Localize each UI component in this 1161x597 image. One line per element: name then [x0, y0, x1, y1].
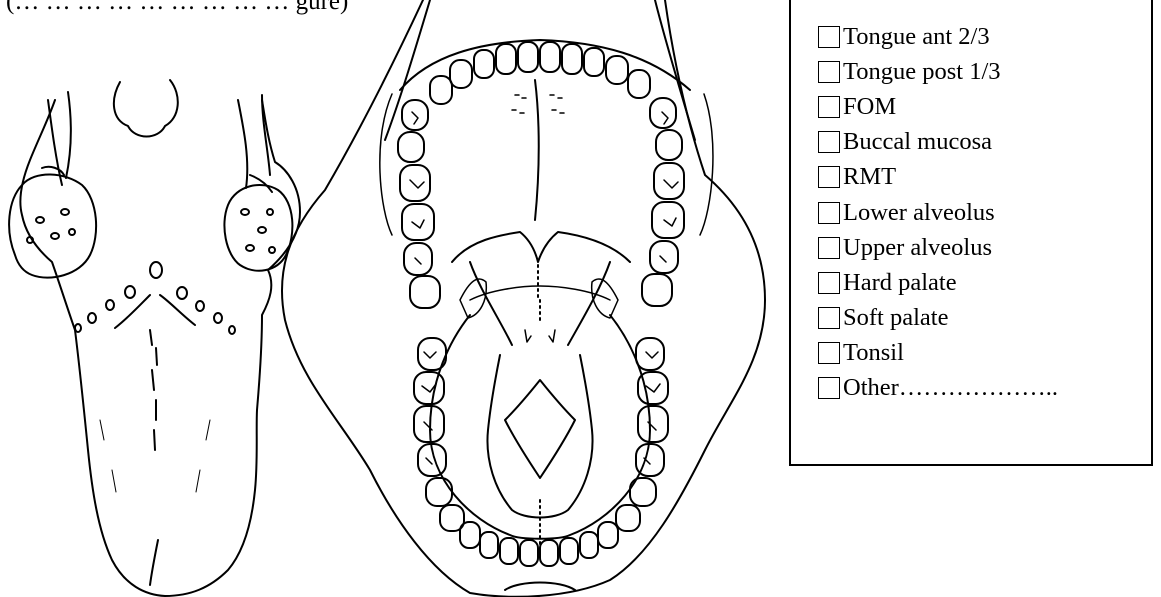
- site-label: Hard palate: [843, 269, 957, 297]
- site-option[interactable]: Soft palate: [818, 301, 1058, 336]
- site-option[interactable]: Tongue post 1/3: [818, 54, 1058, 89]
- site-option[interactable]: Upper alveolus: [818, 230, 1058, 265]
- site-checkbox[interactable]: [818, 131, 840, 153]
- site-option[interactable]: FOM: [818, 89, 1058, 124]
- site-option[interactable]: Tongue ant 2/3: [818, 19, 1058, 54]
- upper-teeth: [398, 42, 684, 308]
- site-label: Buccal mucosa: [843, 128, 992, 156]
- site-label: RMT: [843, 163, 896, 191]
- site-option[interactable]: RMT: [818, 160, 1058, 195]
- site-label: Tonsil: [843, 339, 904, 367]
- site-option[interactable]: Hard palate: [818, 265, 1058, 300]
- site-checkbox[interactable]: [818, 166, 840, 188]
- site-checkbox[interactable]: [818, 342, 840, 364]
- oral-anatomy-diagrams: [0, 0, 790, 597]
- oral-cavity-illustration: [282, 0, 765, 597]
- site-checkbox[interactable]: [818, 237, 840, 259]
- site-checkbox[interactable]: [818, 202, 840, 224]
- tongue-illustration: [9, 80, 300, 596]
- site-checkbox[interactable]: [818, 61, 840, 83]
- site-checkbox[interactable]: [818, 307, 840, 329]
- site-option[interactable]: Lower alveolus: [818, 195, 1058, 230]
- site-label: Tongue post 1/3: [843, 58, 1001, 86]
- site-checkbox[interactable]: [818, 26, 840, 48]
- site-label: Lower alveolus: [843, 199, 995, 227]
- site-option[interactable]: Other………………..: [818, 371, 1058, 406]
- site-label: Other………………..: [843, 374, 1058, 402]
- site-option[interactable]: Tonsil: [818, 336, 1058, 371]
- site-checkbox[interactable]: [818, 272, 840, 294]
- site-checkbox[interactable]: [818, 96, 840, 118]
- site-option[interactable]: Buccal mucosa: [818, 125, 1058, 160]
- site-checkbox[interactable]: [818, 377, 840, 399]
- site-label: Upper alveolus: [843, 234, 992, 262]
- site-label: FOM: [843, 93, 896, 121]
- site-label: Tongue ant 2/3: [843, 23, 990, 51]
- site-label: Soft palate: [843, 304, 948, 332]
